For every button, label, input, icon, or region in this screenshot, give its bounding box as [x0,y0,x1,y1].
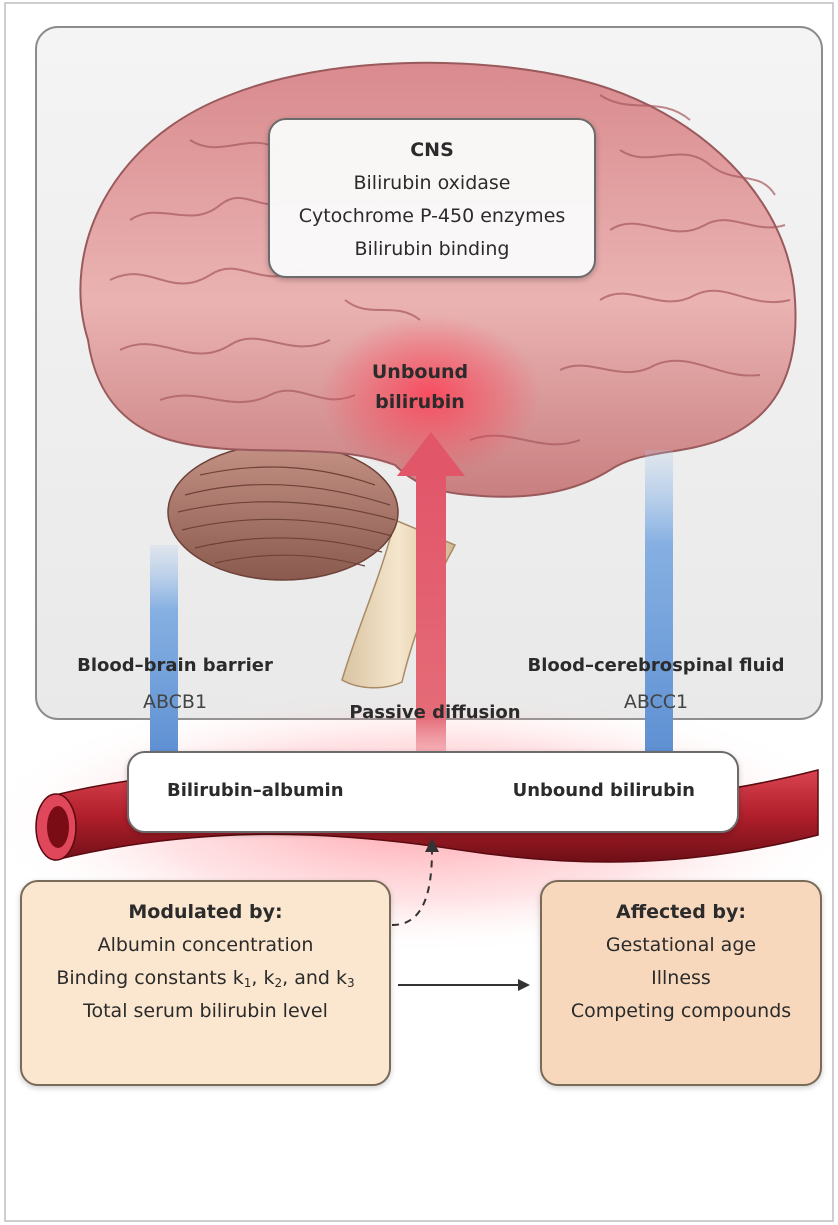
cns-box: CNS Bilirubin oxidase Cytochrome P-450 e… [268,118,596,278]
bcf-title: Blood–cerebrospinal fluid [486,648,826,684]
modulated-by-box: Modulated by: Albumin concentration Bind… [20,880,391,1086]
cerebellum [168,444,398,580]
brain-unbound-line2: bilirubin [330,387,510,417]
affected-by-box: Affected by: Gestational age Illness Com… [540,880,822,1086]
affected-title: Affected by: [542,896,820,929]
k2-subscript: 2 [274,976,282,990]
k2-text: , k [251,967,274,989]
cns-item: Bilirubin binding [270,233,594,266]
bbb-transporter: ABCB1 [30,684,320,720]
k3-text: , and k [282,967,347,989]
cns-item: Bilirubin oxidase [270,167,594,200]
affected-item: Gestational age [542,929,820,962]
brain-unbound-line1: Unbound [330,357,510,387]
bilirubin-albumin-label: Bilirubin–albumin [167,780,344,801]
modulated-to-affected-arrow [398,979,530,991]
cns-title: CNS [270,134,594,167]
binding-constants-text: Binding constants k [56,967,243,989]
passive-diffusion-label: Passive diffusion [300,702,570,723]
modulated-item: Total serum bilirubin level [22,995,389,1028]
modulated-item-binding-constants: Binding constants k1, k2, and k3 [22,962,389,995]
modulated-item: Albumin concentration [22,929,389,962]
modulated-title: Modulated by: [22,896,389,929]
brain-unbound-bilirubin-label: Unbound bilirubin [330,357,510,417]
affected-item: Illness [542,962,820,995]
equilibrium-box: Bilirubin–albumin Unbound bilirubin [127,751,739,833]
bbb-title: Blood–brain barrier [30,648,320,684]
cns-item: Cytochrome P-450 enzymes [270,200,594,233]
k3-subscript: 3 [347,976,355,990]
affected-item: Competing compounds [542,995,820,1028]
blood-brain-barrier-label: Blood–brain barrier ABCB1 [30,648,320,720]
unbound-bilirubin-label: Unbound bilirubin [513,780,695,801]
